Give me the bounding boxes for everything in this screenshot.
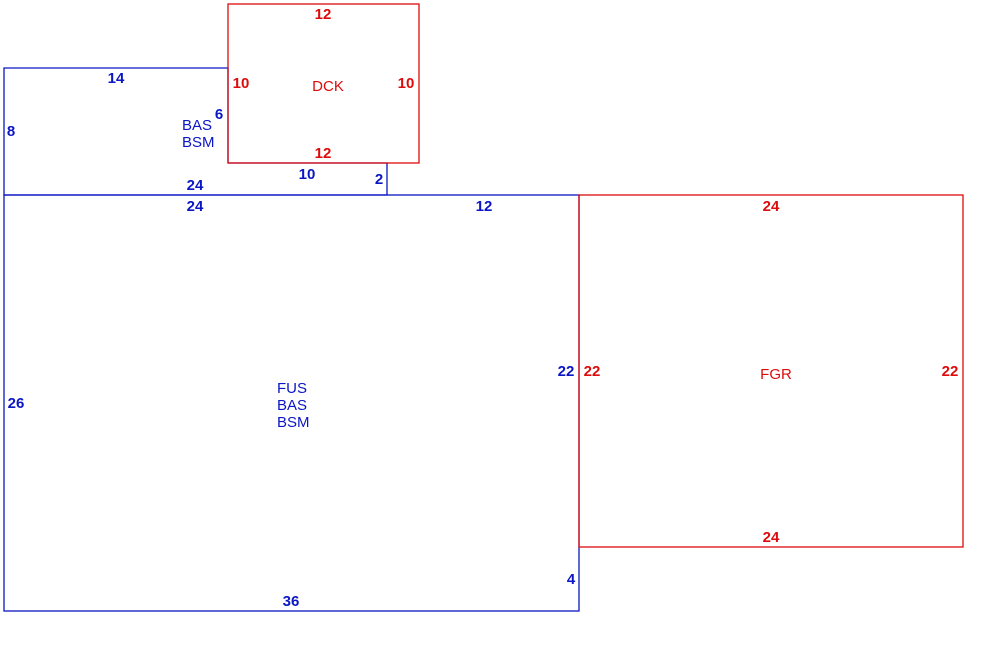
bas-upper-dim-left: 8 — [7, 123, 15, 140]
deck-dim-right: 10 — [398, 75, 415, 92]
deck-dim-top: 12 — [315, 6, 332, 23]
main-dim-bottom: 36 — [283, 593, 300, 610]
deck-outline — [227, 3, 420, 164]
garage-outline — [578, 194, 964, 548]
deck-dim-bottom: 12 — [315, 145, 332, 162]
bas-upper-label-1: BAS — [182, 117, 212, 134]
main-dim-left: 26 — [8, 395, 25, 412]
deck-dim-left: 10 — [233, 75, 250, 92]
garage-dim-right: 22 — [942, 363, 959, 380]
main-dim-top-left: 24 — [187, 198, 204, 215]
main-dim-bottom-right: 4 — [567, 571, 576, 588]
main-label-1: FUS — [277, 380, 307, 397]
garage-dim-top: 24 — [763, 198, 780, 215]
bas-upper-dim-step-right: 2 — [375, 171, 383, 188]
bas-upper-label-2: BSM — [182, 134, 215, 151]
deck-label: DCK — [312, 78, 344, 95]
garage-dim-left: 22 — [584, 363, 601, 380]
main-dim-right: 22 — [558, 363, 575, 380]
main-label-2: BAS — [277, 397, 307, 414]
bas-upper-dim-notch: 6 — [215, 106, 223, 123]
bas-upper-dim-top: 14 — [108, 70, 125, 87]
bas-upper-dim-step: 10 — [299, 166, 316, 183]
garage-label: FGR — [760, 366, 792, 383]
main-label-3: BSM — [277, 414, 310, 431]
main-dim-top-right: 12 — [476, 198, 493, 215]
bas-upper-dim-bottom: 24 — [187, 177, 204, 194]
garage-dim-bottom: 24 — [763, 529, 780, 546]
